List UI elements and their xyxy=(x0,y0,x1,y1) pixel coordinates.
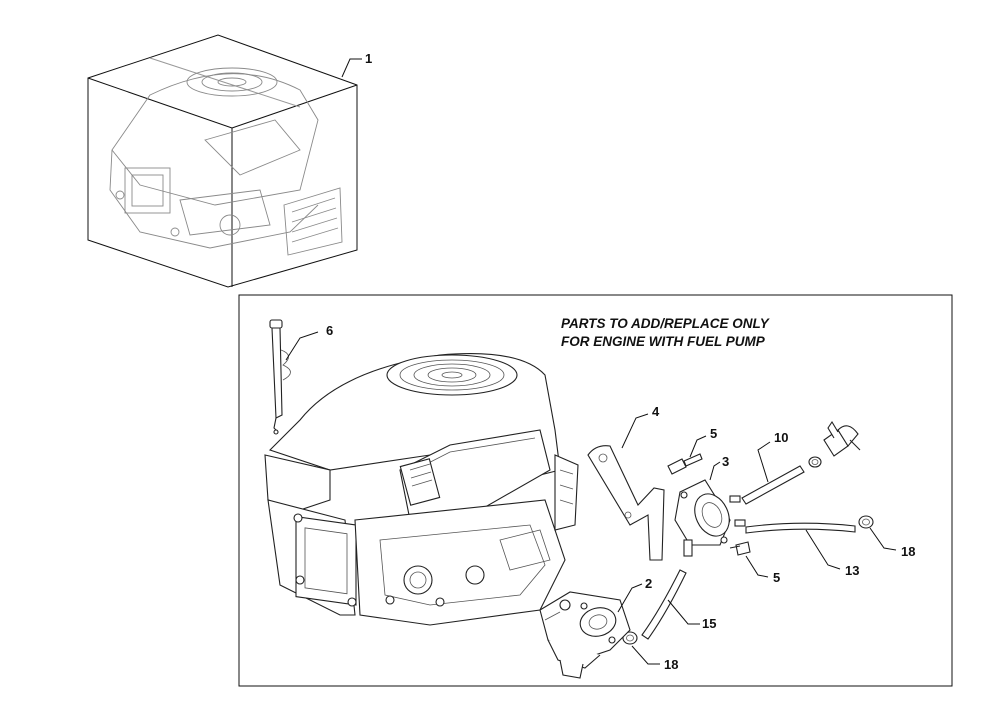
engine-assembly-box xyxy=(87,34,358,288)
engine-drawing xyxy=(264,353,579,626)
callout-15: 15 xyxy=(667,599,716,631)
callout-2: 2 xyxy=(617,576,652,613)
engine-ghost-drawing xyxy=(109,67,343,256)
callout-13-label: 13 xyxy=(845,563,859,578)
hose-clamp-lower xyxy=(622,631,638,645)
callout-5-lower-label: 5 xyxy=(773,570,780,585)
fuel-hose-13 xyxy=(745,522,856,534)
callout-10: 10 xyxy=(757,430,788,483)
screw-upper xyxy=(667,453,703,475)
fuel-pump-bracket xyxy=(587,445,665,561)
callout-4-label: 4 xyxy=(652,404,660,419)
callout-10-label: 10 xyxy=(774,430,788,445)
callout-3-label: 3 xyxy=(722,454,729,469)
fuel-hose-10 xyxy=(741,465,805,505)
fuel-pump-kit-frame xyxy=(238,294,953,687)
callout-1: 1 xyxy=(341,51,372,78)
callout-18-right-label: 18 xyxy=(901,544,915,559)
carburetor xyxy=(539,591,631,679)
callout-5-upper: 5 xyxy=(689,426,717,458)
fuel-pump xyxy=(674,479,746,557)
callout-6-label: 6 xyxy=(326,323,333,338)
callout-15-label: 15 xyxy=(702,616,716,631)
screw-lower xyxy=(729,541,751,556)
callout-4: 4 xyxy=(621,404,660,449)
callout-5-upper-label: 5 xyxy=(710,426,717,441)
callout-18-right: 18 xyxy=(869,527,915,559)
kit-note-line2: FOR ENGINE WITH FUEL PUMP xyxy=(561,334,766,349)
callout-5-lower: 5 xyxy=(745,555,780,585)
hose-clamp-upper xyxy=(808,456,822,468)
fuel-hose-15 xyxy=(641,569,687,640)
callout-18-lower-label: 18 xyxy=(664,657,678,672)
dipstick-tube xyxy=(269,319,291,435)
callout-18-lower: 18 xyxy=(631,645,678,672)
callout-6: 6 xyxy=(285,323,333,361)
fuel-filter xyxy=(823,420,861,457)
callout-13: 13 xyxy=(805,529,859,578)
kit-note-line1: PARTS TO ADD/REPLACE ONLY xyxy=(561,316,771,331)
callout-3: 3 xyxy=(709,454,729,481)
callout-1-label: 1 xyxy=(365,51,372,66)
callout-2-label: 2 xyxy=(645,576,652,591)
hose-clamp-right xyxy=(858,515,874,529)
